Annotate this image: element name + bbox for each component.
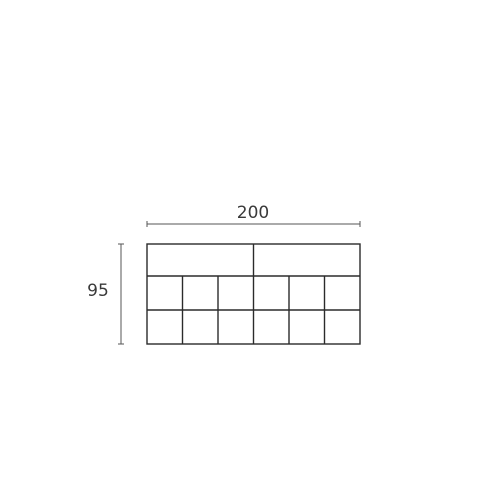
panel-grid [146, 243, 361, 345]
height-label: 95 [87, 281, 109, 301]
width-dimension: 200 [146, 203, 361, 227]
height-dimension: 95 [87, 243, 124, 345]
width-label: 200 [237, 203, 269, 223]
